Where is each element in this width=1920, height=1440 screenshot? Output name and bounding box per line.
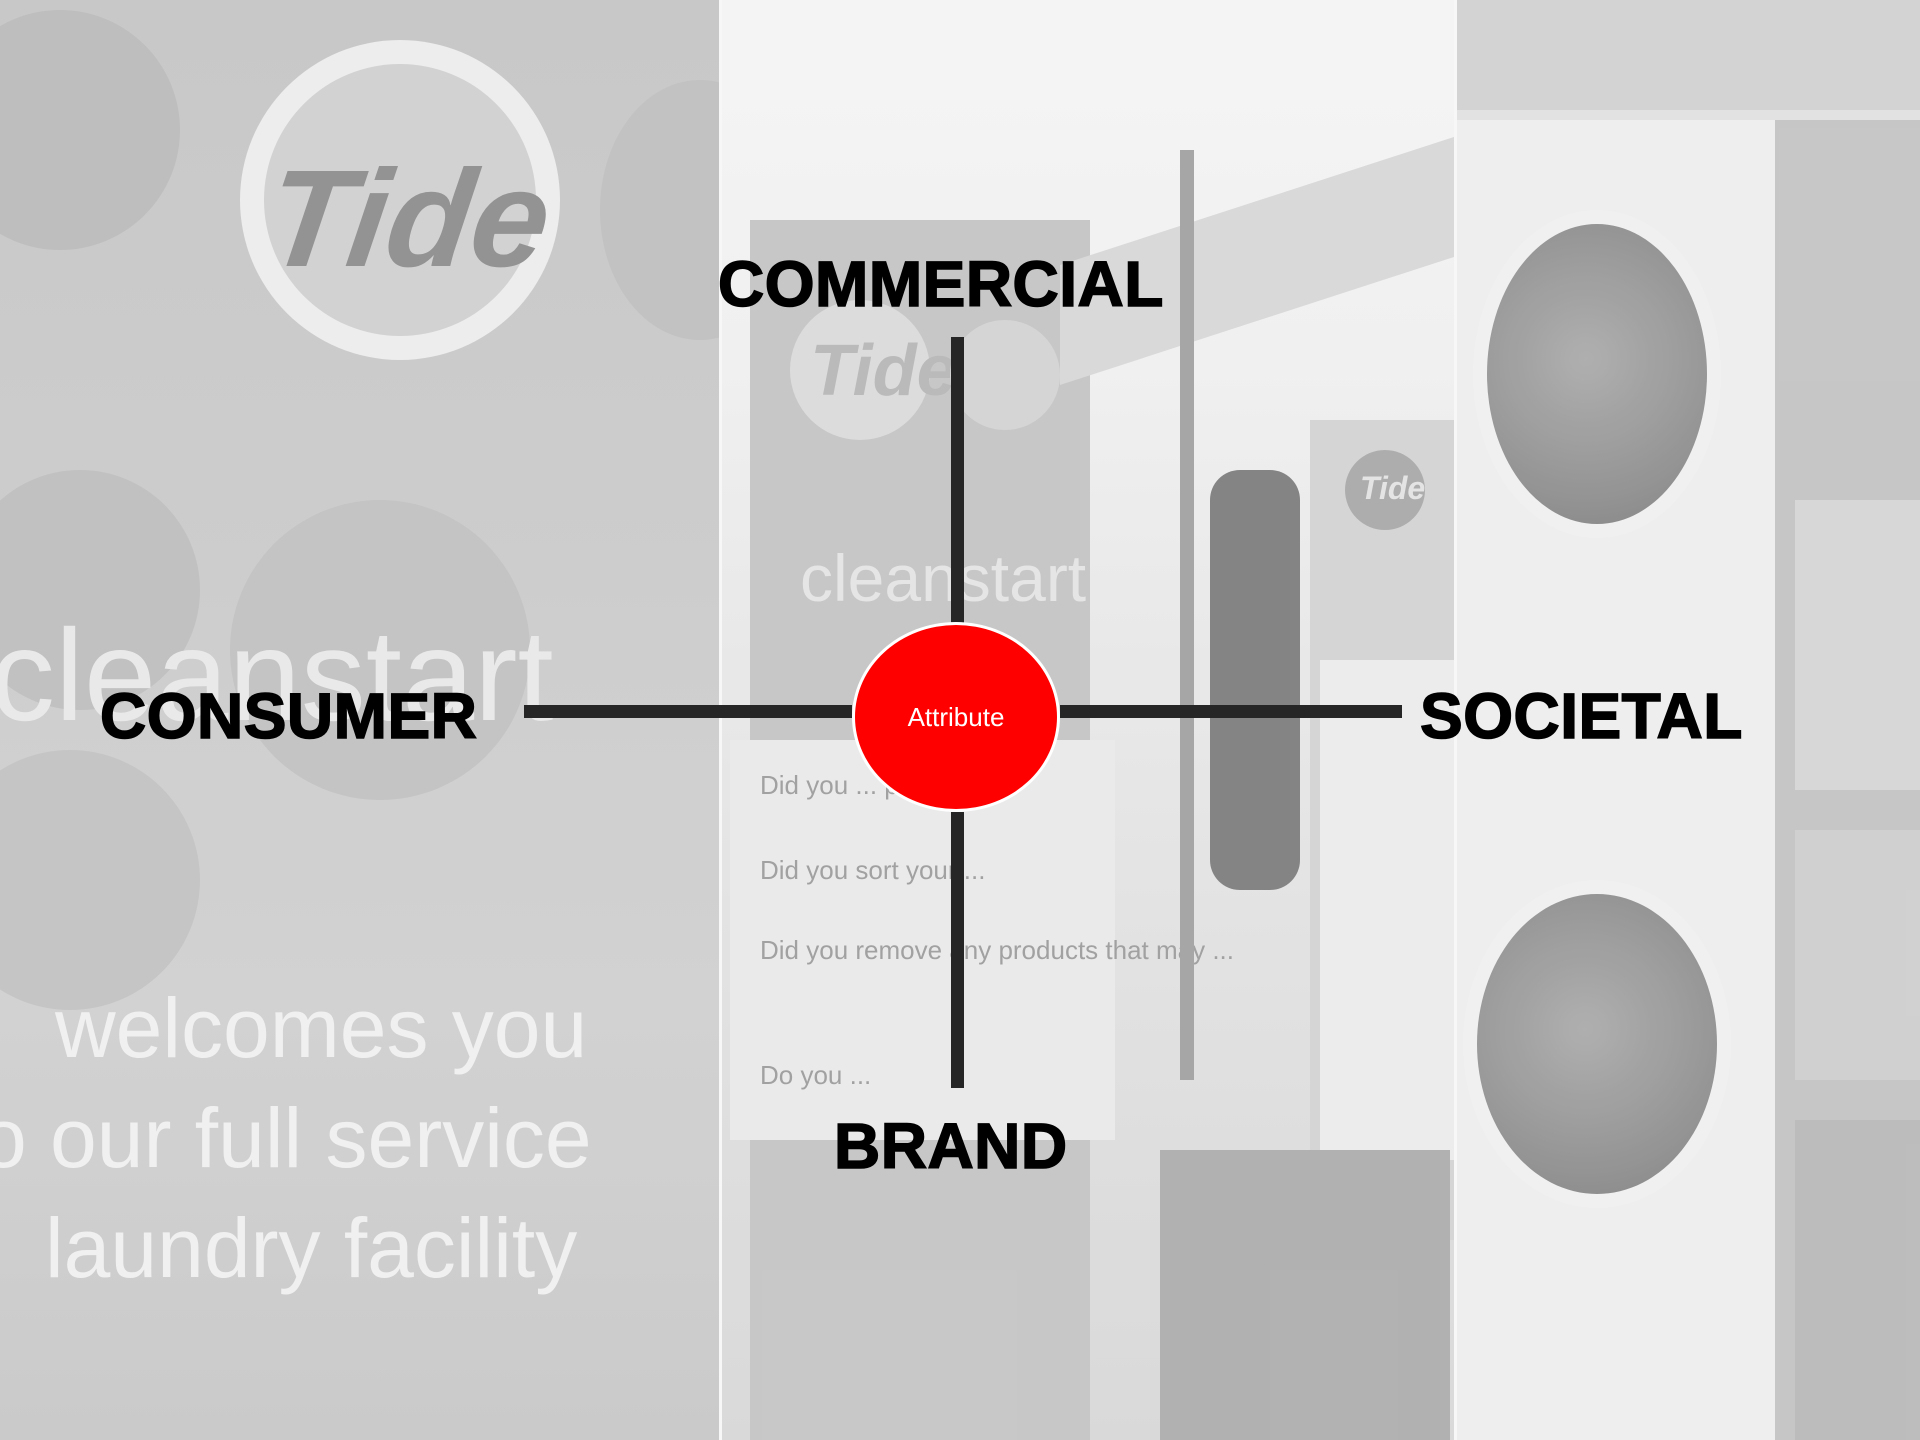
societal-label: SOCIETAL [1419,680,1743,752]
tide-logo-sign: Tide [1360,470,1426,506]
tide-logo-small: Tide [810,331,957,411]
brand-label: BRAND [833,1110,1068,1182]
background-photo-left: Tide cleanstart welcomes you o our full … [0,0,720,1440]
attribute-node: Attribute [852,622,1060,812]
attribute-label: Attribute [907,701,1005,732]
axis-line-left [524,705,852,718]
panel-divider [719,0,722,1440]
consumer-label: CONSUMER [99,680,478,752]
cleanstart-text: cleanstart [0,602,554,748]
axis-line-bottom [951,812,964,1088]
panel-divider [1454,0,1457,1440]
sign-line-4: Do you ... [760,1060,872,1090]
background-photo-middle: Tide cleanstart Did you ... product Did … [720,0,1455,1440]
sign-line-3: Did you remove any products that may ... [760,935,1234,965]
background-photo-right [1455,0,1920,1440]
tagline-line-2: o our full service [0,1091,592,1185]
sign-line-2: Did you sort your ... [760,855,986,885]
commercial-label: COMMERCIAL [717,248,1164,320]
axis-line-right [1060,705,1402,718]
tagline-line-3: laundry facility [45,1201,578,1295]
cleanstart-text-small: cleanstart [800,541,1087,615]
tagline-line-1: welcomes you [55,981,588,1075]
axis-line-top [951,337,964,623]
